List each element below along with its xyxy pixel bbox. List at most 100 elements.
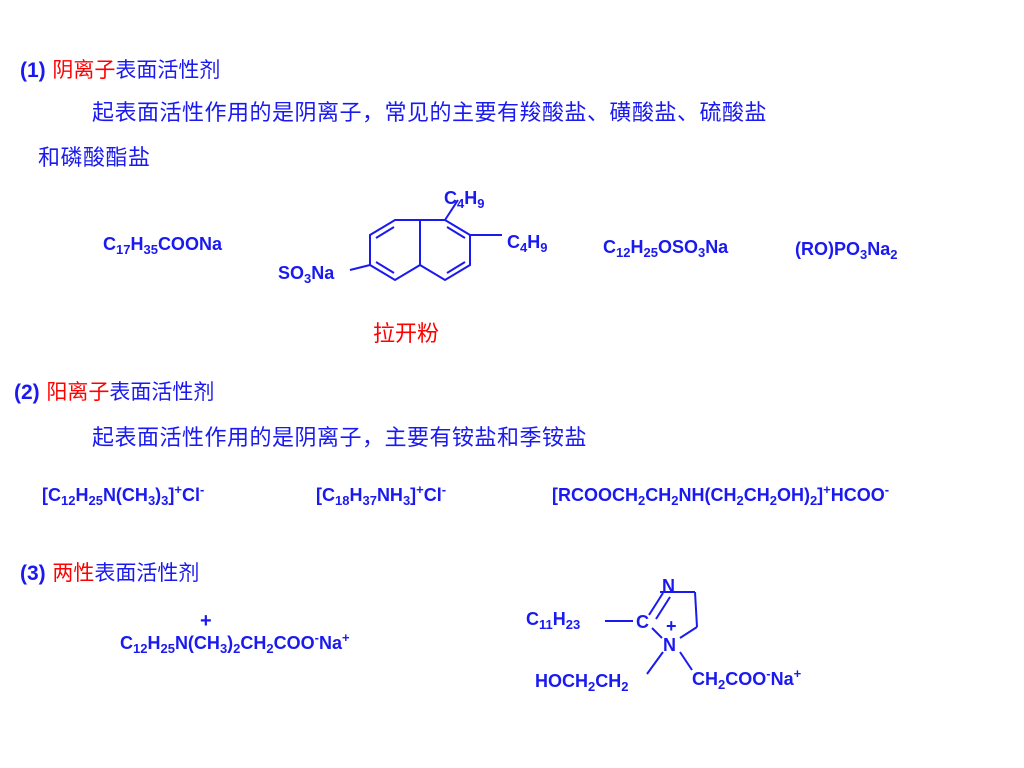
formula-token: CH bbox=[595, 671, 622, 691]
formula-token: OSO bbox=[657, 237, 698, 257]
section-3-title: 表面活性剂 bbox=[94, 561, 200, 585]
naphthalene-sulfonate-group: SO3Na bbox=[278, 263, 334, 286]
formula-token: - bbox=[314, 630, 319, 645]
formula-token: 2 bbox=[233, 641, 241, 656]
formula-token: + bbox=[416, 482, 424, 497]
formula-token: 3 bbox=[304, 271, 312, 286]
formula-token: C bbox=[507, 232, 520, 252]
formula-token: C bbox=[526, 609, 539, 629]
formula-token: Na bbox=[867, 239, 891, 259]
naphthalene-structure bbox=[349, 199, 502, 282]
formula-token: COONa bbox=[157, 234, 222, 254]
formula-token: 2 bbox=[736, 493, 744, 508]
imidazoline-c-center: C bbox=[636, 612, 649, 632]
formula-token: C bbox=[444, 188, 457, 208]
formula-token: N(CH bbox=[174, 633, 220, 653]
formula-token: 3 bbox=[697, 245, 706, 260]
formula-token: 12 bbox=[61, 493, 76, 508]
imidazoline-alkyl-chain: C11H23 bbox=[526, 609, 580, 632]
formula-token: Na bbox=[770, 669, 794, 689]
formula-token: [RCOOCH bbox=[552, 485, 638, 505]
formula-token: C bbox=[120, 633, 133, 653]
formula-token: 2 bbox=[671, 493, 679, 508]
compound-name-lakaifen: 拉开粉 bbox=[373, 322, 440, 347]
formula-token: 2 bbox=[769, 493, 777, 508]
imidazoline-structure bbox=[605, 591, 698, 675]
formula-ammonium-salt: [C18H37NH3]+Cl- bbox=[316, 482, 446, 508]
formula-phosphate: (RO)PO3Na2 bbox=[795, 239, 897, 262]
formula-token: 2 bbox=[718, 677, 726, 692]
formula-token: N(CH bbox=[102, 485, 148, 505]
formula-token: - bbox=[766, 666, 771, 681]
formula-token: [C bbox=[316, 485, 335, 505]
formula-token: OH) bbox=[776, 485, 810, 505]
formula-token: H bbox=[147, 633, 161, 653]
formula-token: ] bbox=[410, 485, 417, 505]
section-2-highlight: 阳离子 bbox=[46, 380, 110, 404]
formula-ester-ammonium: [RCOOCH2CH2NH(CH2CH2OH)2]+HCOO- bbox=[552, 482, 889, 508]
formula-token: 4 bbox=[457, 196, 465, 211]
formula-token: 4 bbox=[520, 240, 528, 255]
formula-token: 2 bbox=[588, 679, 596, 694]
section-2-description: 起表面活性作用的是阴离子，主要有铵盐和季铵盐 bbox=[92, 426, 588, 451]
imidazoline-hydroxyethyl: HOCH2CH2 bbox=[535, 671, 628, 694]
formula-token: Cl bbox=[182, 485, 200, 505]
section-1-heading: (1) 阴离子表面活性剂 bbox=[20, 54, 220, 84]
formula-token: - bbox=[884, 482, 890, 497]
section-2-number: (2) bbox=[14, 381, 40, 404]
naphthalene-top-substituent: C4H9 bbox=[444, 188, 484, 211]
formula-token: 35 bbox=[143, 242, 158, 257]
naphthalene-right-substituent: C4H9 bbox=[507, 232, 547, 255]
section-1-number: (1) bbox=[20, 59, 46, 82]
formula-quaternary-ammonium: [C12H25N(CH3)3]+Cl- bbox=[42, 482, 204, 508]
formula-token: 25 bbox=[88, 493, 103, 508]
formula-token: + bbox=[793, 666, 802, 681]
formula-token: 18 bbox=[335, 493, 350, 508]
formula-token: 25 bbox=[643, 245, 658, 260]
formula-token: - bbox=[200, 482, 205, 497]
formula-token: 11 bbox=[539, 617, 553, 632]
formula-token: 25 bbox=[160, 641, 175, 656]
formula-token: + bbox=[174, 482, 182, 497]
formula-token: 3 bbox=[147, 493, 156, 508]
formula-token: H bbox=[130, 234, 144, 254]
formula-token: 23 bbox=[565, 617, 581, 632]
imidazoline-n-bottom: N bbox=[663, 635, 676, 655]
formula-token: SO bbox=[278, 263, 305, 283]
section-3-number: (3) bbox=[20, 562, 46, 585]
formula-sulfate: C12H25OSO3Na bbox=[603, 237, 728, 260]
formula-token: 2 bbox=[890, 247, 898, 262]
section-1-description-line-1: 起表面活性作用的是阴离子，常见的主要有羧酸盐、磺酸盐、硫酸盐 bbox=[92, 101, 768, 126]
formula-token: COO bbox=[725, 669, 767, 689]
formula-token: Na bbox=[319, 633, 343, 653]
formula-token: H bbox=[552, 609, 566, 629]
formula-token: H bbox=[349, 485, 363, 505]
formula-token: COO bbox=[273, 633, 315, 653]
formula-token: 2 bbox=[638, 493, 646, 508]
formula-token: 2 bbox=[621, 679, 629, 694]
formula-token: (RO)PO bbox=[795, 239, 860, 259]
formula-token: Na bbox=[705, 237, 729, 257]
formula-token: CH bbox=[240, 633, 267, 653]
section-1-title: 表面活性剂 bbox=[115, 58, 221, 82]
formula-token: CH bbox=[743, 485, 770, 505]
formula-token: H bbox=[464, 188, 478, 208]
imidazoline-carboxymethyl: CH2COO-Na+ bbox=[692, 666, 801, 692]
section-1-highlight: 阴离子 bbox=[52, 58, 116, 82]
formula-token: H bbox=[630, 237, 644, 257]
formula-token: 9 bbox=[540, 240, 548, 255]
formula-token: NH(CH bbox=[678, 485, 737, 505]
section-3-heading: (3) 两性表面活性剂 bbox=[20, 557, 199, 587]
imidazoline-charge: + bbox=[666, 616, 677, 636]
formula-token: 3 bbox=[219, 641, 228, 656]
formula-token: + bbox=[823, 482, 831, 497]
formula-token: ) bbox=[227, 633, 234, 653]
formula-token: - bbox=[441, 482, 447, 497]
formula-token: 17 bbox=[116, 242, 131, 257]
formula-token: H bbox=[527, 232, 541, 252]
formula-token: 3 bbox=[161, 493, 169, 508]
formula-token: HOCH bbox=[535, 671, 588, 691]
imidazoline-n-top: N bbox=[662, 576, 675, 596]
formula-token: H bbox=[75, 485, 89, 505]
section-1-description-line-2: 和磷酸酯盐 bbox=[38, 146, 151, 171]
